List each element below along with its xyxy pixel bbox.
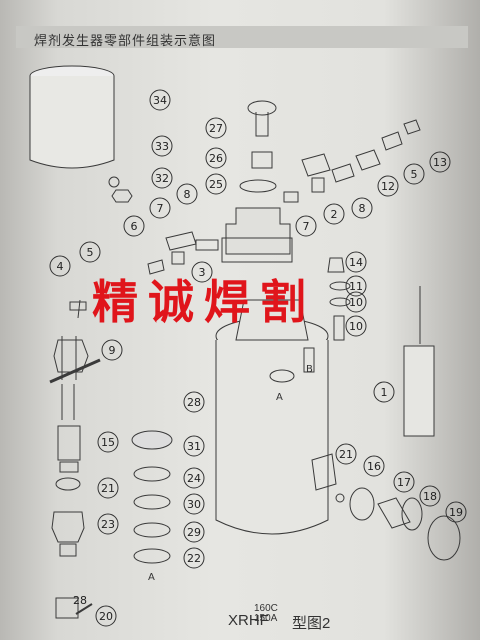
callout-15: 15 (101, 436, 115, 449)
callout-22: 22 (187, 552, 201, 565)
callout-5: 5 (87, 246, 94, 259)
side-port-parts (335, 487, 461, 561)
callout-18: 18 (423, 490, 437, 503)
callout-20: 20 (99, 610, 113, 623)
part-32-nut (111, 189, 133, 203)
model-variant-top: 160C (254, 603, 278, 614)
part-6-fitting (147, 259, 165, 275)
ring-stack (131, 430, 173, 564)
callout-24: 24 (187, 472, 201, 485)
part-34-hopper (29, 65, 115, 169)
right-valve-chain (283, 119, 421, 203)
callout-31: 31 (187, 440, 201, 453)
part-7-valve-left (165, 231, 219, 265)
callout-28: 28 (187, 396, 201, 409)
callout-28: 28 (73, 594, 87, 607)
callout-25: 25 (209, 178, 223, 191)
model-variants: 160C 150A (254, 604, 278, 624)
model-prefix: XRHF (228, 612, 269, 629)
callout-4: 4 (57, 260, 64, 273)
callout-7: 7 (303, 220, 310, 233)
callout-11: 11 (349, 280, 363, 293)
label-b: B (306, 364, 313, 375)
watermark-text: 精诚焊割 (92, 275, 316, 329)
callout-17: 17 (397, 476, 411, 489)
callout-8: 8 (184, 188, 191, 201)
callout-10: 10 (349, 296, 363, 309)
right-fittings (327, 257, 351, 341)
left-pipe-assembly (49, 299, 101, 619)
callout-9: 9 (109, 344, 116, 357)
callout-16: 16 (367, 460, 381, 473)
model-variant-bottom: 150A (254, 613, 278, 624)
callout-27: 27 (209, 122, 223, 135)
callout-12: 12 (381, 180, 395, 193)
callout-34: 34 (153, 94, 167, 107)
callout-6: 6 (131, 220, 138, 233)
callout-23: 23 (101, 518, 115, 531)
callout-32: 32 (155, 172, 169, 185)
callout-26: 26 (209, 152, 223, 165)
label-a-2: A (148, 572, 155, 583)
callout-13: 13 (433, 156, 447, 169)
part-33-ball (108, 176, 120, 188)
top-valve-assembly (221, 100, 293, 263)
callout-21: 21 (101, 482, 115, 495)
callout-7: 7 (157, 202, 164, 215)
callout-5: 5 (411, 168, 418, 181)
callout-21: 21 (339, 448, 353, 461)
callout-1: 1 (381, 386, 388, 399)
model-suffix: 型图2 (292, 615, 331, 632)
callout-10: 10 (349, 320, 363, 333)
callout-group (49, 89, 467, 627)
callout-30: 30 (187, 498, 201, 511)
label-a: A (276, 392, 283, 403)
callout-2: 2 (331, 208, 338, 221)
part-15-rod (403, 286, 435, 437)
callout-29: 29 (187, 526, 201, 539)
callout-33: 33 (155, 140, 169, 153)
part-1-tank (215, 299, 337, 535)
title-bar (16, 26, 468, 48)
callout-14: 14 (349, 256, 363, 269)
callout-19: 19 (449, 506, 463, 519)
callout-8: 8 (359, 202, 366, 215)
page-title: 焊剂发生器零部件组装示意图 (34, 34, 217, 49)
model-caption: XRHF 160C 150A 型图2 (228, 604, 330, 633)
callout-3: 3 (199, 266, 206, 279)
